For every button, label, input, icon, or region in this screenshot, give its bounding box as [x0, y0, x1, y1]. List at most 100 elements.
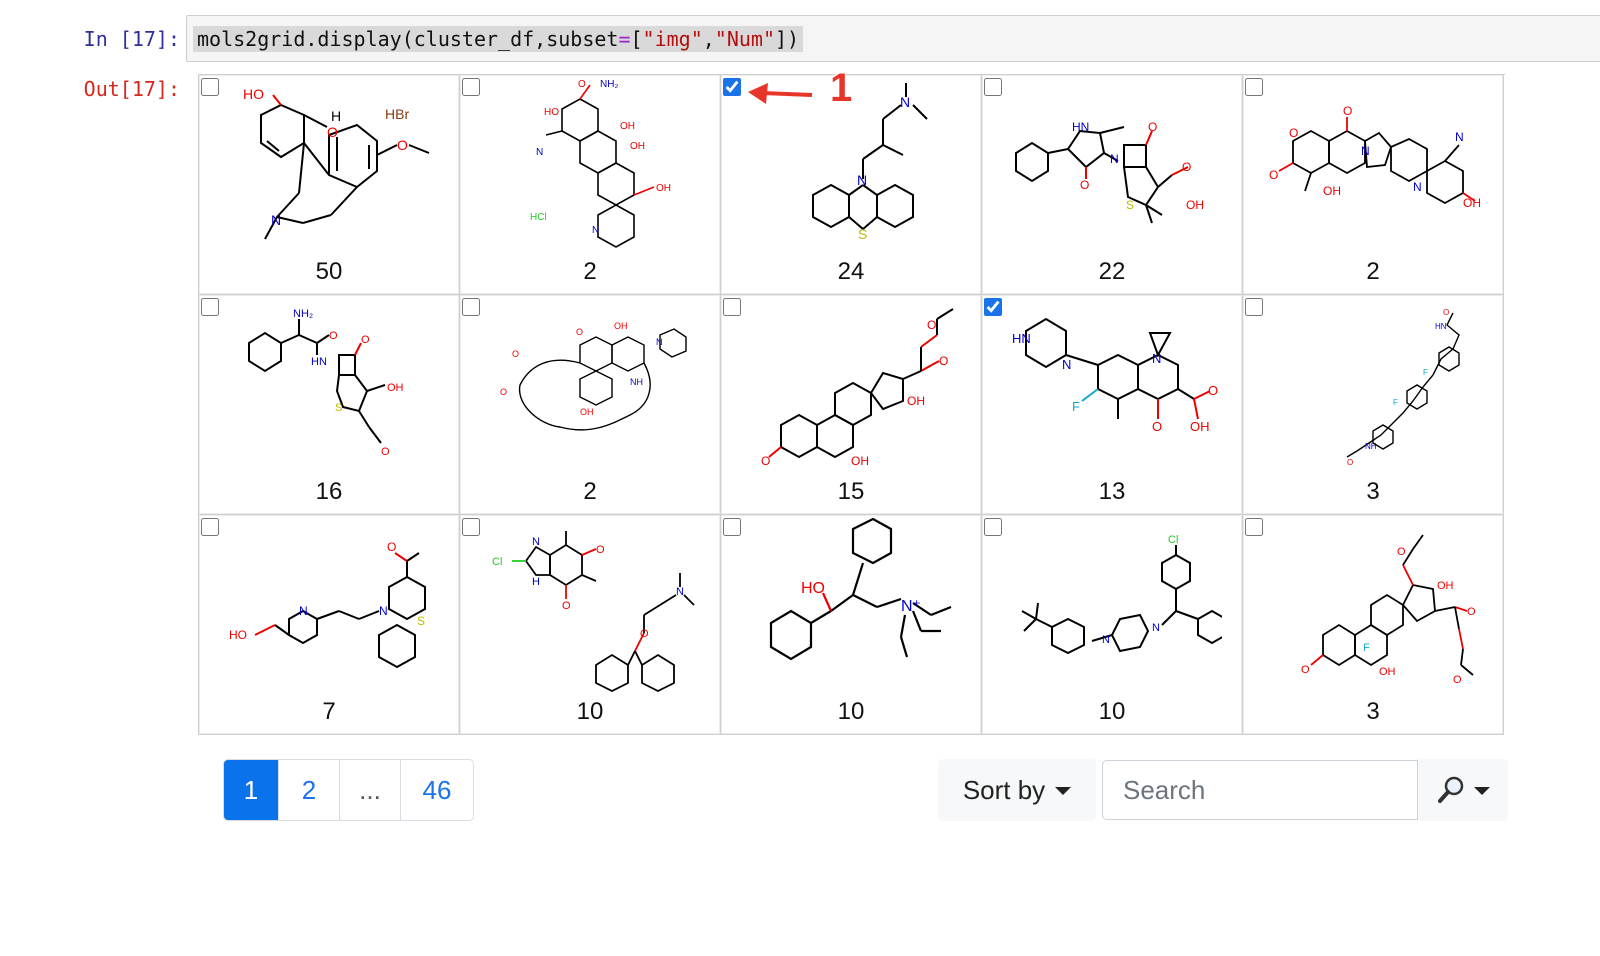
cell-checkbox[interactable] — [462, 298, 480, 316]
cell-number: 2 — [583, 258, 597, 285]
code-line: mols2grid.display(cluster_df,subset=["im… — [193, 26, 804, 52]
cell-checkbox[interactable] — [201, 298, 219, 316]
svg-text:O: O — [1182, 160, 1191, 174]
molecule-image: HO N N S O — [229, 540, 426, 669]
svg-text:H: H — [532, 576, 540, 588]
molecule-image: O O OH NH O OH N — [500, 321, 687, 431]
grid-cell[interactable]: HO N⁺ 10 — [721, 515, 982, 735]
svg-text:O: O — [1269, 168, 1278, 182]
grid-cell[interactable]: O O O OH N N N OH 2 — [1243, 75, 1504, 295]
cell-number: 3 — [1366, 698, 1380, 725]
svg-text:HN: HN — [311, 356, 327, 368]
svg-text:F: F — [1072, 399, 1080, 414]
cell-checkbox[interactable] — [723, 298, 741, 316]
cell-checkbox[interactable] — [723, 78, 741, 96]
cell-checkbox[interactable] — [462, 518, 480, 536]
page-button-1[interactable]: 1 — [224, 760, 279, 820]
svg-text:N: N — [1102, 634, 1110, 646]
grid-cell[interactable]: HO N N S O 7 — [199, 515, 460, 735]
svg-text:OH: OH — [656, 183, 671, 194]
grid-cell[interactable]: HN N N F O O OH 13 — [982, 295, 1243, 515]
cell-checkbox[interactable] — [723, 518, 741, 536]
svg-text:HO: HO — [544, 107, 559, 118]
cell-checkbox[interactable] — [201, 78, 219, 96]
molecule-image: HN O N O S O OH — [1015, 120, 1204, 224]
grid-cell[interactable]: N S N 24 — [721, 75, 982, 295]
svg-text:N: N — [299, 604, 308, 618]
grid-cell[interactable]: O HN F F NH O 3 — [1243, 295, 1504, 515]
svg-text:O: O — [1397, 546, 1406, 558]
cell-number: 3 — [1366, 478, 1380, 505]
svg-text:O: O — [939, 354, 948, 368]
svg-text:O: O — [1347, 458, 1353, 467]
cell-checkbox[interactable] — [984, 298, 1002, 316]
svg-text:O: O — [1453, 674, 1462, 686]
cell-checkbox[interactable] — [984, 78, 1002, 96]
page-button-2[interactable]: 2 — [279, 760, 340, 820]
salt-label: HBr — [385, 106, 409, 122]
svg-text:HO: HO — [229, 628, 247, 642]
svg-text:O: O — [329, 330, 338, 342]
molecule-image: O O O OH N N N OH — [1269, 104, 1481, 210]
cell-checkbox[interactable] — [201, 518, 219, 536]
svg-text:OH: OH — [614, 321, 628, 331]
cell-number: 10 — [1098, 698, 1126, 725]
svg-text:OH: OH — [387, 382, 404, 394]
svg-text:F: F — [1393, 398, 1398, 407]
grid-cell[interactable]: Cl N H O O O N 10 — [460, 515, 721, 735]
svg-text:HN: HN — [1012, 331, 1031, 346]
svg-text:N: N — [379, 604, 388, 618]
cell-checkbox[interactable] — [462, 78, 480, 96]
svg-text:N: N — [900, 94, 910, 110]
cell-number: 13 — [1098, 478, 1126, 505]
svg-text:N: N — [1110, 152, 1119, 166]
svg-text:S: S — [335, 402, 342, 414]
svg-text:S: S — [858, 226, 867, 242]
grid-cell[interactable]: O OH OH O O 15 — [721, 295, 982, 515]
search-input[interactable] — [1102, 760, 1418, 820]
grid-cell[interactable]: HO H O O N HBr 50 — [199, 75, 460, 295]
svg-text:Cl: Cl — [1168, 534, 1178, 546]
cell-checkbox[interactable] — [984, 518, 1002, 536]
code-cell[interactable]: mols2grid.display(cluster_df,subset=["im… — [186, 15, 1600, 62]
grid-cell[interactable]: Cl N N 10 — [982, 515, 1243, 735]
salt-label: HCl — [530, 212, 547, 223]
molecule-image: HO N⁺ — [769, 517, 952, 661]
pagination: 1 2 ... 46 — [223, 759, 474, 821]
grid-cell[interactable]: O NH₂ HO OH OH OH N N HCl 2 — [460, 75, 721, 295]
cell-checkbox[interactable] — [1245, 518, 1263, 536]
svg-text:OH: OH — [580, 407, 594, 417]
search-options-button[interactable] — [1418, 759, 1508, 821]
grid-cell[interactable]: HN O N O S O OH 22 — [982, 75, 1243, 295]
svg-text:O: O — [1208, 383, 1218, 398]
svg-text:O: O — [927, 318, 936, 332]
svg-text:F: F — [1363, 642, 1370, 654]
code-string-img: "img" — [642, 27, 703, 51]
grid-cell[interactable]: O OH F OH O O O 3 — [1243, 515, 1504, 735]
svg-text:O: O — [1343, 104, 1352, 118]
svg-text:OH: OH — [1463, 196, 1481, 210]
cell-number: 15 — [837, 478, 865, 505]
page-ellipsis: ... — [340, 760, 401, 820]
svg-text:O: O — [500, 387, 507, 397]
page-button-last[interactable]: 46 — [401, 760, 473, 820]
sort-by-button[interactable]: Sort by — [938, 759, 1096, 821]
svg-text:OH: OH — [1437, 580, 1454, 592]
code-equals: = — [618, 27, 631, 51]
svg-text:O: O — [512, 349, 519, 359]
svg-text:OH: OH — [907, 394, 925, 408]
svg-text:O: O — [1301, 664, 1310, 676]
cell-number: 24 — [837, 258, 865, 285]
svg-text:S: S — [1126, 198, 1134, 212]
cell-checkbox[interactable] — [1245, 78, 1263, 96]
grid-cell[interactable]: O O OH NH O OH N 2 — [460, 295, 721, 515]
svg-text:O: O — [1467, 606, 1476, 618]
molecule-image: HN N N F O O OH — [1012, 317, 1218, 434]
svg-text:N: N — [532, 536, 540, 548]
svg-text:O: O — [596, 544, 605, 556]
svg-text:N: N — [676, 586, 684, 598]
cell-checkbox[interactable] — [1245, 298, 1263, 316]
svg-text:HN: HN — [1072, 120, 1089, 134]
grid-cell[interactable]: NH₂ O HN O S OH O 16 — [199, 295, 460, 515]
svg-text:HO: HO — [243, 86, 264, 102]
